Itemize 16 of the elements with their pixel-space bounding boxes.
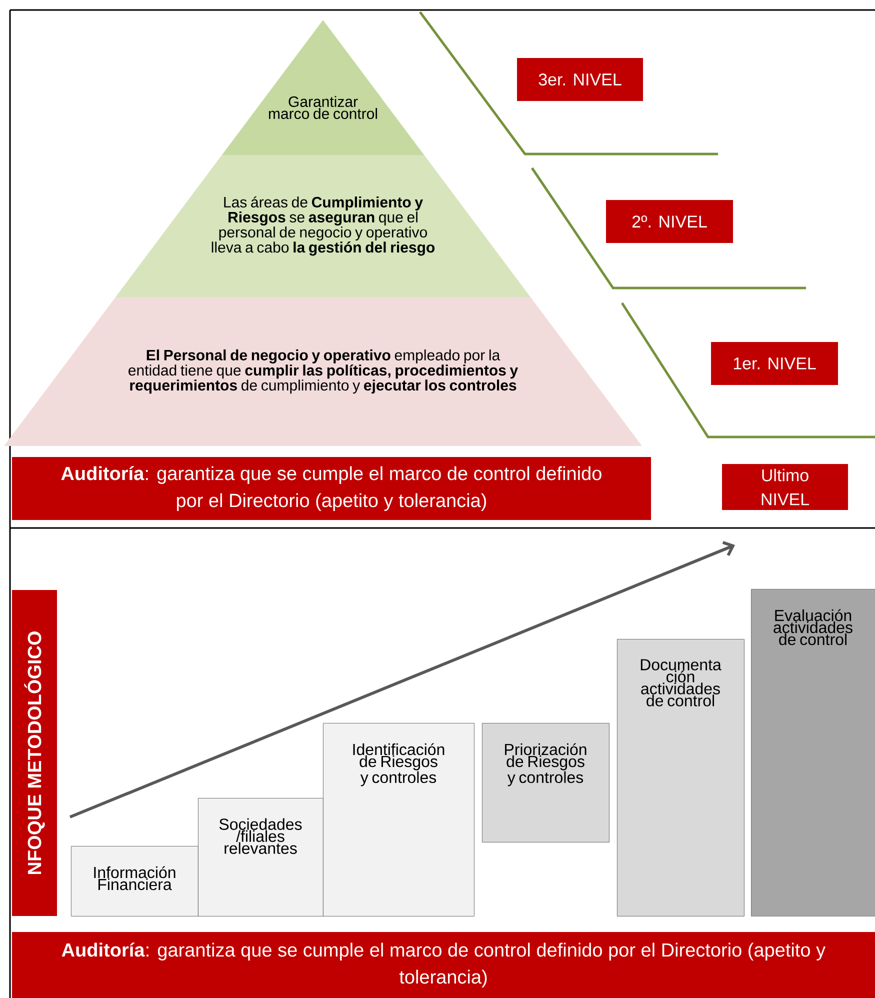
audit-banner: Auditoría: garantiza que se cumple el marco de control definido por el Directorio (apetito y tolerancia) <box>12 457 651 520</box>
level-box: Ultimo NIVEL <box>722 464 848 510</box>
step-box: Información Financiera <box>71 846 198 916</box>
pyramid-tier: Las áreas de Cumplimiento y Riesgos se aseguran que el personal de negocio y operativo lleva a cabo la gestión del riesgo <box>116 155 530 297</box>
pyramid-tier: Garantizar marco de control <box>222 20 424 155</box>
vertical-banner: NFOQUE METODOLÓGICO <box>12 590 57 916</box>
level-box: 3er. NIVEL <box>517 58 643 101</box>
step-box: Sociedades /filiales relevantes <box>198 798 324 916</box>
step-box: Identificación de Riesgos y controles <box>323 723 474 916</box>
level-box: 1er. NIVEL <box>711 342 838 385</box>
level-box: 2º. NIVEL <box>606 200 733 243</box>
step-box: Documenta ción actividades de control <box>617 639 744 916</box>
pyramid-tier: El Personal de negocio y operativo empleado por la entidad tiene que cumplir las políticas, procedimientos y requerimientos de cumplimiento y ejecutar los controles <box>4 297 642 446</box>
step-box: Evaluación actividades de control <box>751 589 875 916</box>
audit-banner: Auditoría: garantiza que se cumple el marco de control definido por el Directorio (apetito y tolerancia) <box>12 932 875 998</box>
step-box: Priorización de Riesgos y controles <box>482 723 610 842</box>
